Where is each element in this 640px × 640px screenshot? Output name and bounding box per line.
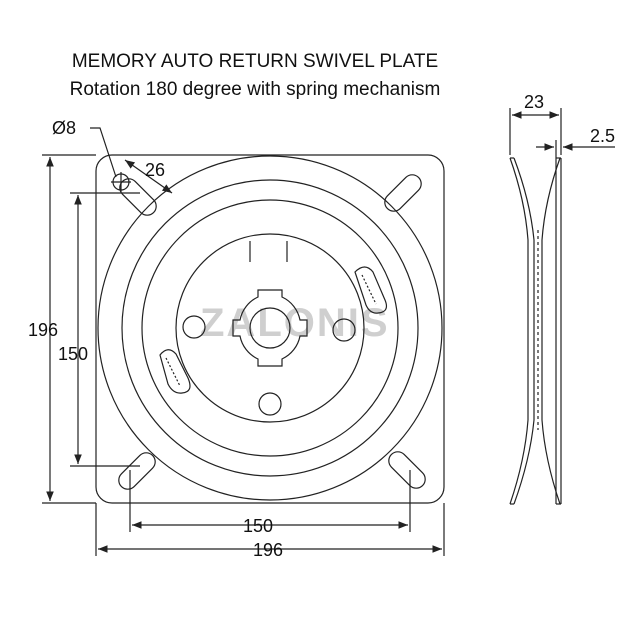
outer-disc [97,155,443,501]
label-side-width: 23 [524,92,544,112]
label-inner-width: 150 [243,516,273,536]
label-outer-height: 196 [28,320,58,340]
slot-bottom-right [388,451,426,489]
hole-leader [90,127,117,178]
label-outer-width: 196 [253,540,283,560]
base-plate [95,154,445,504]
spring-left [159,349,191,394]
label-slot-offset: 26 [145,160,165,180]
watermark-text: ZALONIS [200,301,390,345]
label-side-thickness: 2.5 [590,126,615,146]
outer-disc-rim [121,179,419,477]
center-hub [232,289,308,367]
slot-top-right [384,174,422,212]
spring-right [354,266,388,314]
drawing-subtitle: Rotation 180 degree with spring mechanis… [69,79,441,100]
inner-ring [141,199,399,457]
slot-bottom-left [118,452,156,490]
label-hole-diameter: Ø8 [52,118,76,138]
inner-plate [175,233,365,423]
dim-line-slot [124,159,173,194]
drawing-title: MEMORY AUTO RETURN SWIVEL PLATE [71,51,439,72]
hole-left [182,315,206,339]
hole-bottom [258,392,282,416]
side-view [509,157,562,505]
label-inner-height: 150 [58,344,88,364]
hole-right [332,318,356,342]
